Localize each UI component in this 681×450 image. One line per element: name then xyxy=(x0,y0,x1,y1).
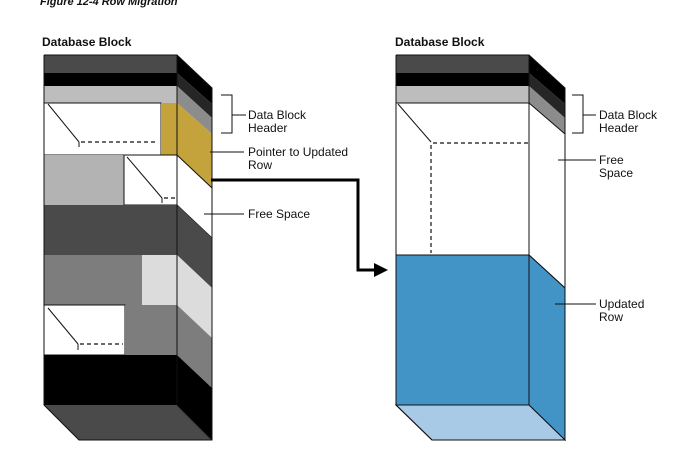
left-row-light-gray xyxy=(44,155,124,205)
right-free-space-label-2: Space xyxy=(599,166,633,180)
right-row-black-top xyxy=(396,73,529,86)
left-row-mid-gray xyxy=(44,255,142,305)
migration-arrowhead xyxy=(374,263,388,277)
updated-row-label-2: Row xyxy=(599,310,623,324)
left-data-block-header-label: Data Block xyxy=(248,108,307,122)
left-row-dark xyxy=(44,205,177,255)
left-row-white-2 xyxy=(43,304,126,356)
left-free-space-label: Free Space xyxy=(248,207,310,221)
right-header-gray xyxy=(396,86,529,103)
right-data-block-header-label: Data Block xyxy=(599,108,658,122)
right-free-space xyxy=(395,102,530,256)
right-row-dark-top xyxy=(396,55,529,73)
updated-row-label: Updated xyxy=(599,297,644,311)
pointer-label-2: Row xyxy=(248,158,272,172)
left-row-gray-2 xyxy=(125,305,177,355)
pointer-to-updated-row xyxy=(161,103,177,155)
left-header-gray xyxy=(44,86,177,103)
figure-caption: Figure 12-4 Row Migration xyxy=(40,0,178,8)
left-row-dark-top xyxy=(44,55,177,73)
right-block-title: Database Block xyxy=(395,35,485,49)
left-row-black xyxy=(44,355,177,405)
right-data-block-header-label-2: Header xyxy=(599,121,638,135)
left-database-block xyxy=(43,54,213,441)
left-row-white-1 xyxy=(43,102,162,156)
updated-row xyxy=(395,254,530,406)
pointer-label: Pointer to Updated xyxy=(248,145,348,159)
left-row-black-top xyxy=(44,73,177,86)
right-free-space-label: Free xyxy=(599,153,624,167)
left-block-title: Database Block xyxy=(42,35,132,49)
left-data-block-header-label-2: Header xyxy=(248,121,287,135)
left-row-pale xyxy=(142,255,177,305)
migration-arrow xyxy=(211,178,377,272)
right-database-block xyxy=(394,54,567,442)
